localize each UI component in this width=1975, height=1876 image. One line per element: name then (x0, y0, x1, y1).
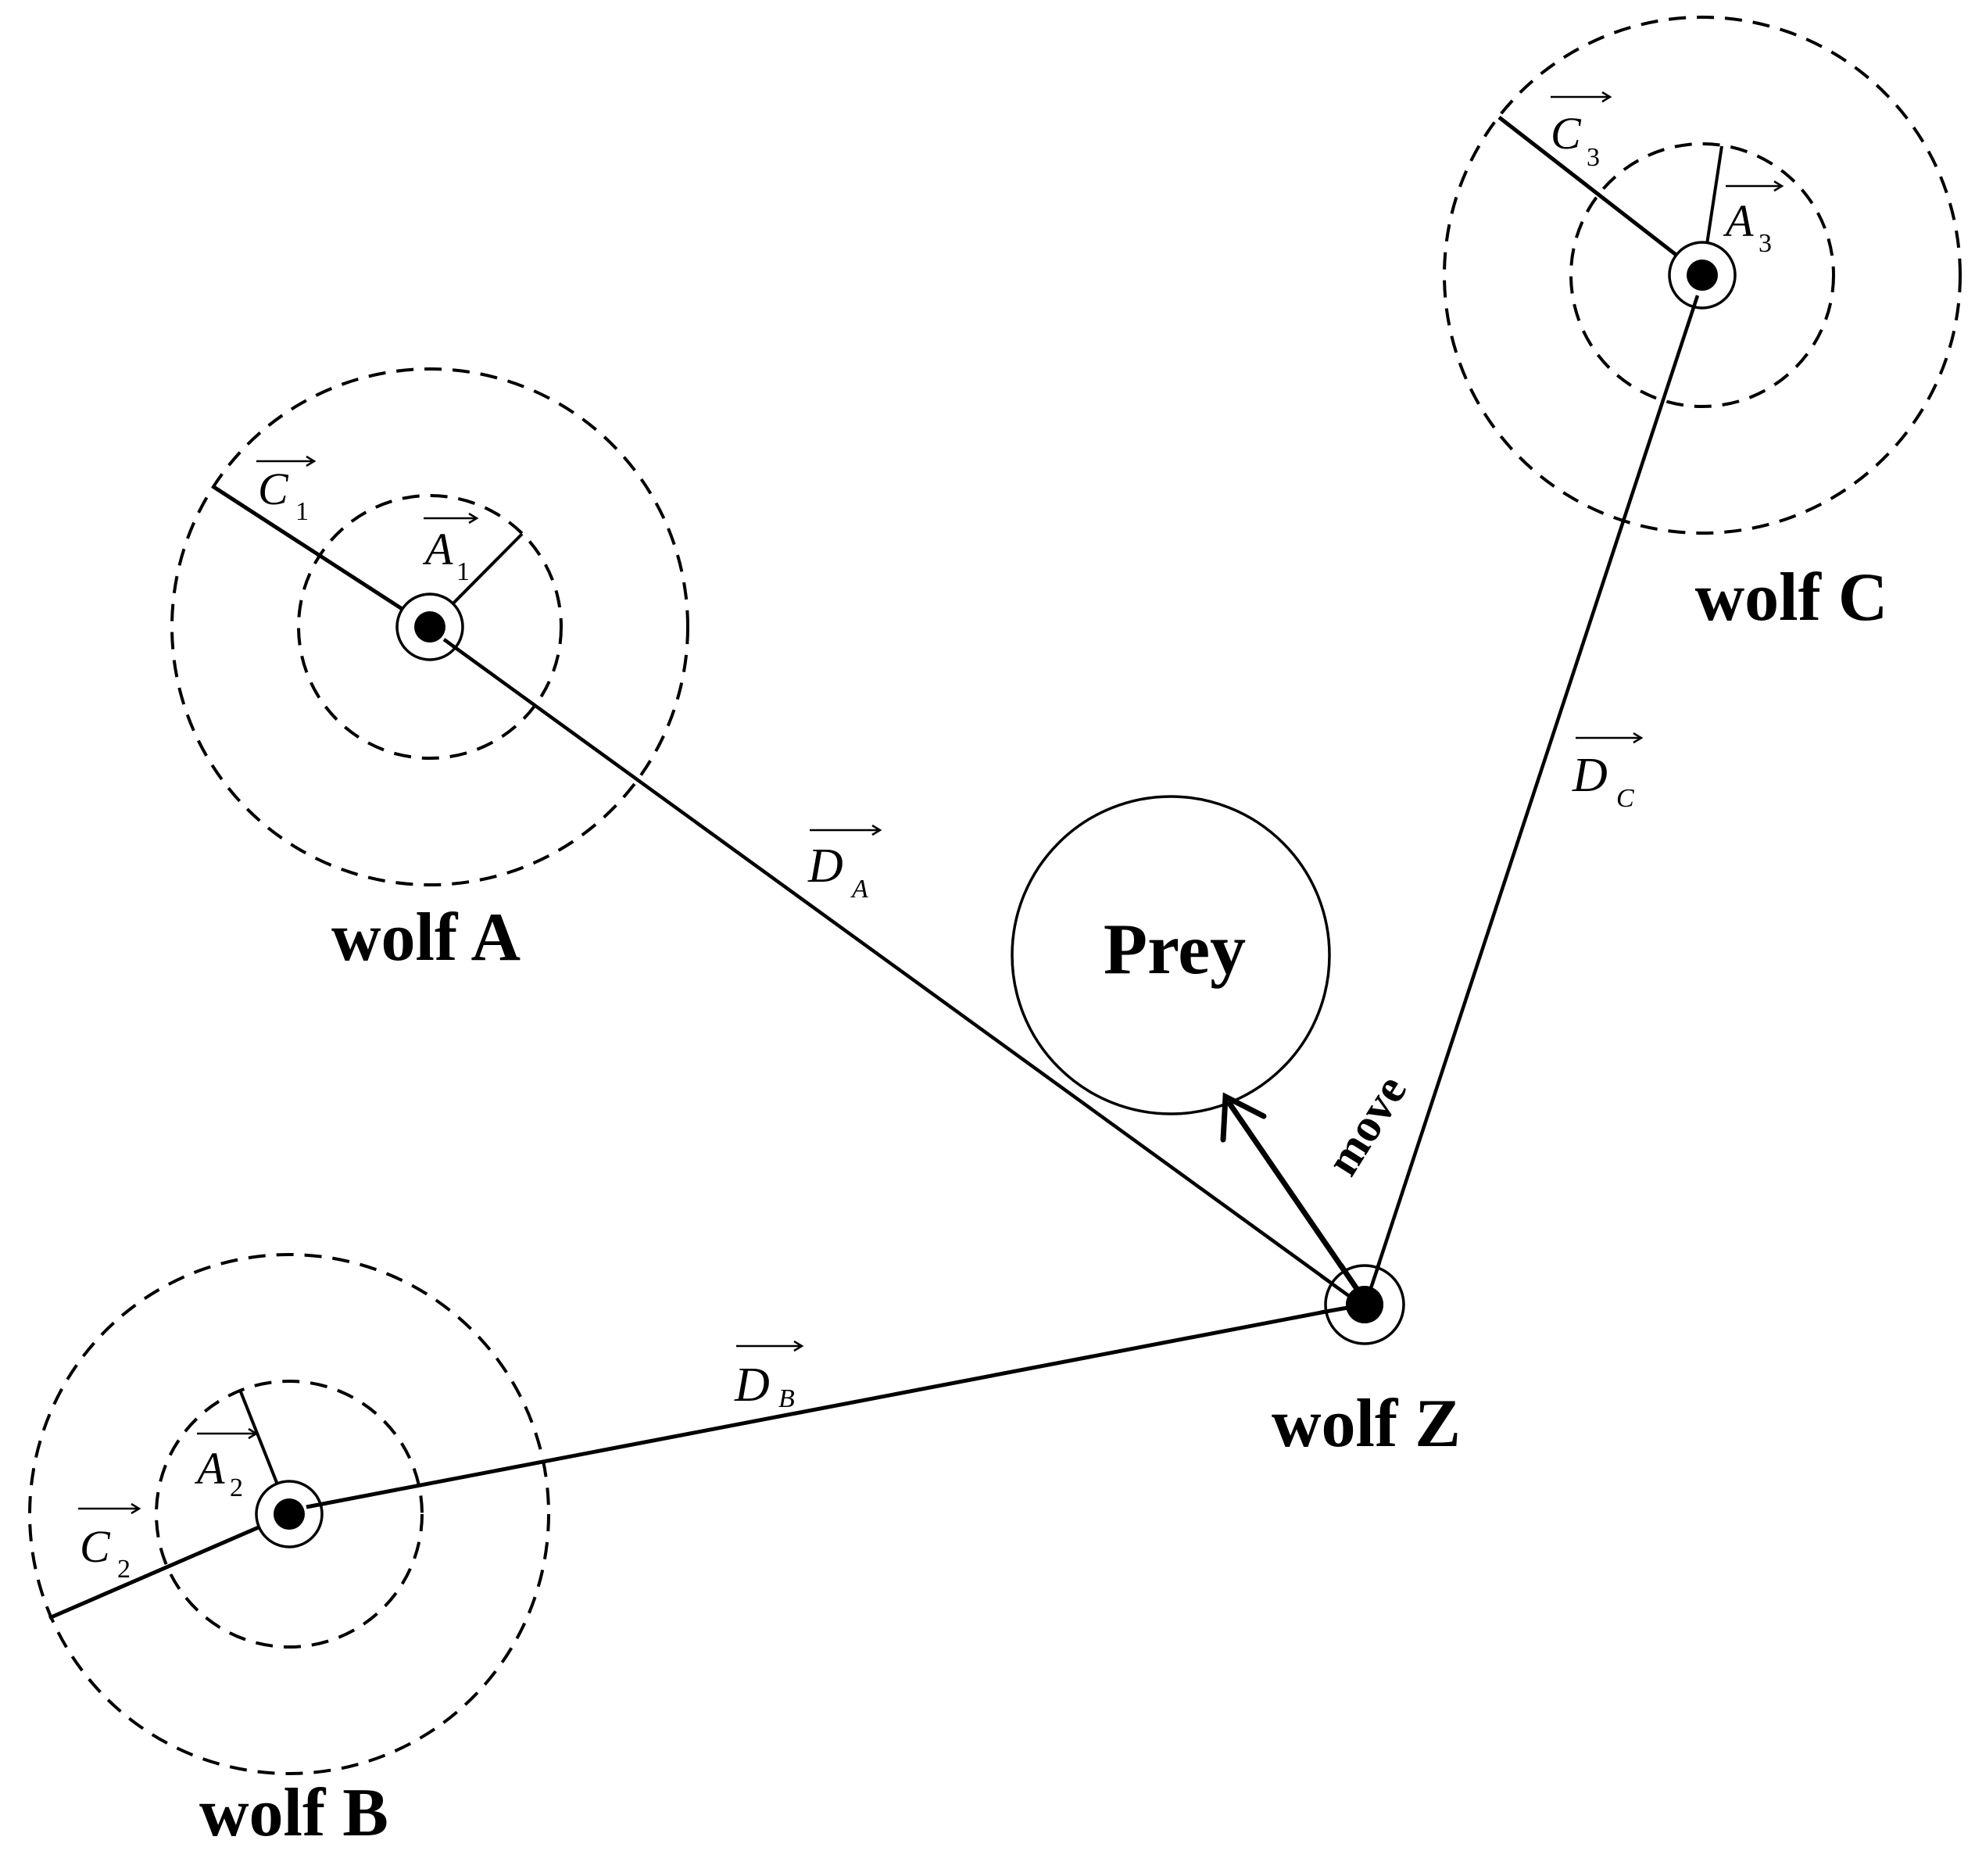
vector-symbol: C (1551, 108, 1582, 159)
move-label: move (1316, 1066, 1416, 1184)
wolf-c-label: wolf C (1695, 560, 1888, 635)
wolf-a-group (170, 367, 689, 886)
arrow-over-head-icon (131, 1502, 141, 1515)
vector-symbol: D (807, 840, 843, 893)
wolf-a-c-vector-line (211, 484, 431, 629)
distance-line-b-to-z (306, 1307, 1339, 1509)
wolf-a-a-vector-label: A 1 (422, 512, 479, 586)
distance-line-a-to-z (442, 638, 1361, 1305)
wolf-c-outer-radius-circle (1443, 16, 1962, 535)
vector-symbol: A (194, 1443, 225, 1494)
wolf-a-d-vector-label: D A (807, 824, 882, 904)
vector-symbol: C (80, 1521, 111, 1572)
arrow-over-head-icon (793, 1340, 804, 1352)
wolf-b-c-vector-label: C 2 (78, 1502, 141, 1584)
wolf-z-center-dot (1346, 1286, 1383, 1323)
wolf-b-c-vector-line (48, 1512, 290, 1620)
wolf-b-outer-radius-circle (28, 1253, 550, 1775)
wolf-c-a-vector-label: A 3 (1723, 180, 1784, 258)
wolf-b-d-vector-label: D B (734, 1340, 804, 1413)
wolf-a-position-dot (414, 611, 445, 643)
wolf-a-outer-radius-circle (170, 367, 689, 886)
distance-line-c-to-z (1365, 295, 1700, 1298)
arrow-over-head-icon (871, 824, 882, 836)
move-arrow-head (1220, 1092, 1267, 1143)
vector-symbol: D (734, 1359, 770, 1412)
prey-label: Prey (1104, 909, 1246, 989)
vector-subscript: 1 (295, 497, 309, 526)
vector-symbol: A (1723, 195, 1754, 246)
arrow-over-head-icon (1633, 732, 1644, 744)
arrow-over-head-icon (306, 455, 317, 467)
vector-subscript: 1 (456, 557, 470, 586)
wolf-a-label: wolf A (331, 900, 521, 976)
arrow-over-head-icon (468, 512, 479, 524)
wolf-a-c-vector-label: C 1 (256, 455, 317, 526)
vector-subscript: 3 (1759, 229, 1772, 258)
vector-subscript: 2 (117, 1555, 131, 1584)
wolf-c-d-vector-label: D C (1572, 732, 1644, 813)
wolf-b-inner-radius-circle (155, 1380, 424, 1649)
wolf-c-c-vector-line (1497, 116, 1704, 277)
wolf-b-position-dot (274, 1498, 305, 1530)
wolf-c-position-dot (1687, 260, 1718, 291)
vector-subscript: C (1616, 784, 1634, 813)
wolf-c-c-vector-label: C 3 (1551, 91, 1612, 172)
wolf-b-group (28, 1253, 550, 1775)
wolf-a-inner-radius-circle (297, 494, 563, 760)
vector-symbol: C (258, 464, 289, 514)
vector-subscript: 3 (1587, 143, 1600, 172)
vector-subscript: 2 (230, 1473, 243, 1502)
prey-circle (1011, 795, 1331, 1115)
wolf-b-a-vector-label: A 2 (194, 1427, 259, 1502)
arrow-over-head-icon (1601, 91, 1612, 103)
vector-subscript: A (850, 875, 868, 904)
wolf-c-inner-radius-circle (1569, 142, 1835, 408)
wolf-c-group (1443, 16, 1962, 535)
wolf-b-label: wolf B (199, 1775, 388, 1851)
vector-subscript: B (778, 1384, 795, 1413)
vector-symbol: A (422, 524, 453, 575)
arrow-over-head-icon (1773, 180, 1784, 192)
arrow-over-head-icon (248, 1427, 259, 1440)
wolf-z-label: wolf Z (1272, 1386, 1461, 1462)
vector-symbol: D (1572, 749, 1608, 802)
